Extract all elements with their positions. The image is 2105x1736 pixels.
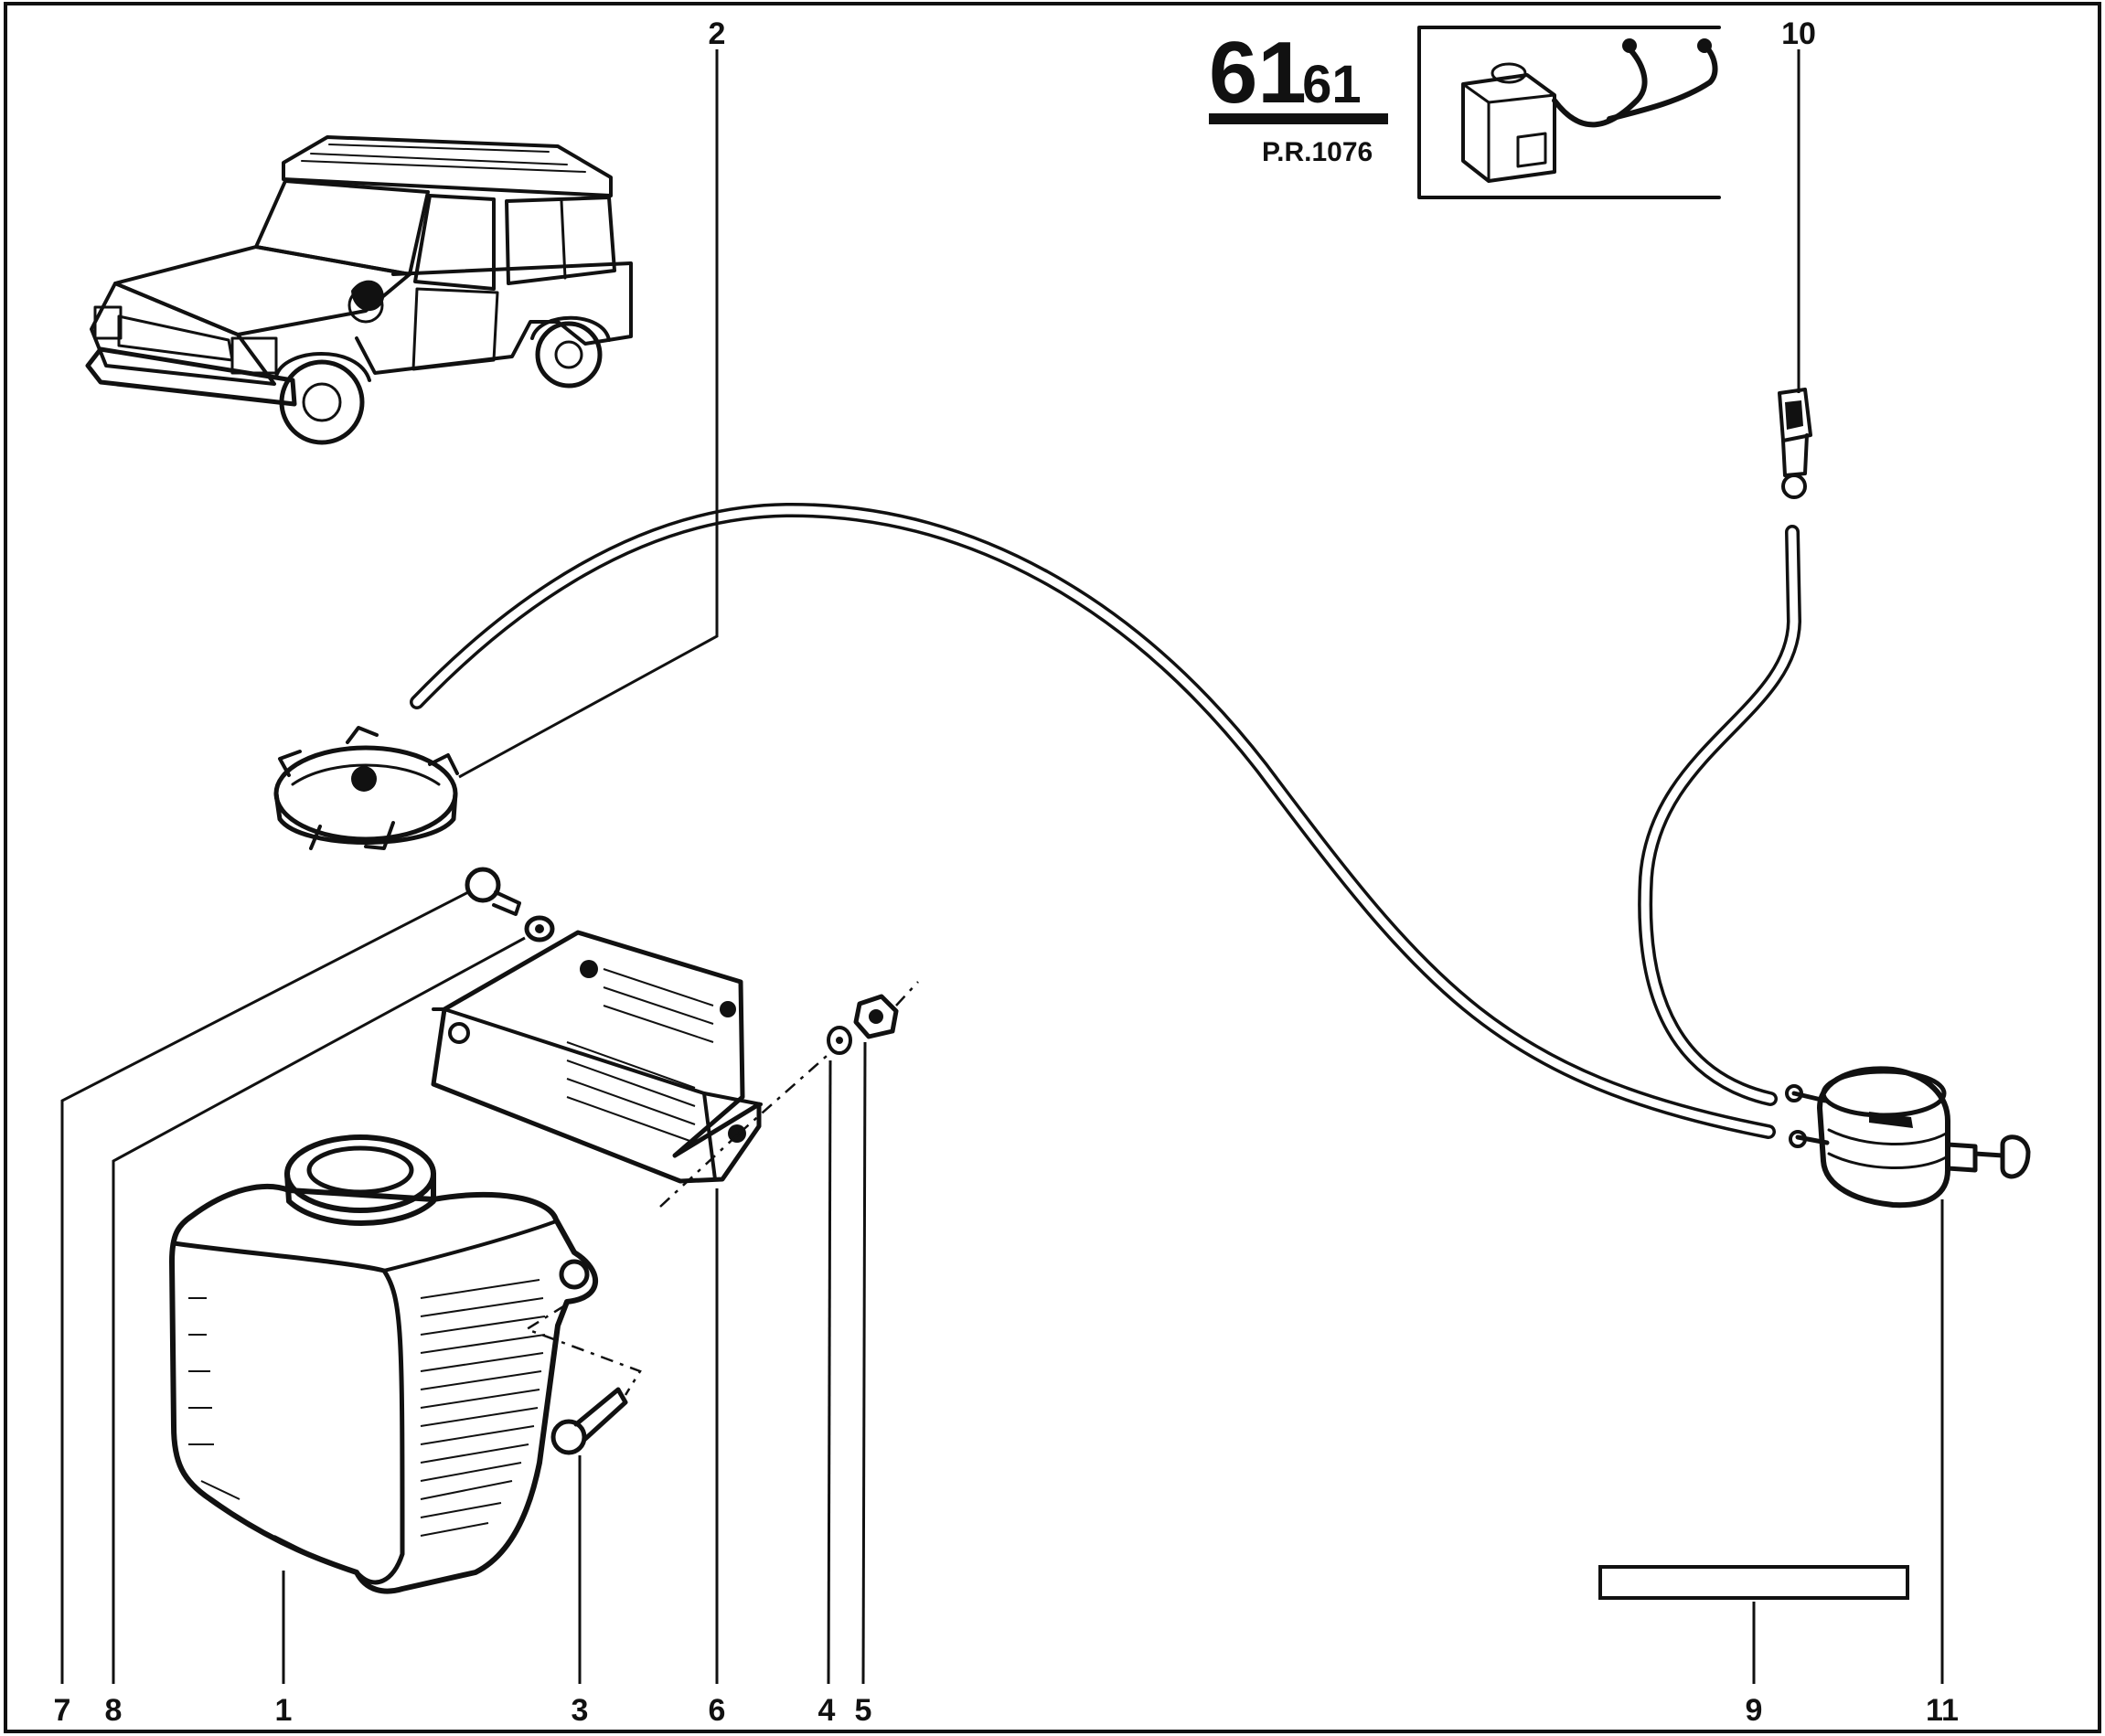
hose [410,502,1801,1139]
callout-6: 6 [709,1693,726,1728]
leader-lines [60,49,1944,1685]
washer-pump [1785,1066,2031,1209]
washer-jet [1778,388,1812,499]
callout-labels: 2 10 7 8 1 3 6 4 5 9 11 [54,16,1959,1728]
section-sub-number: .61 [1288,55,1362,114]
callout-9: 9 [1746,1693,1763,1728]
washer-reservoir [169,1134,599,1594]
vehicle-illustration [85,135,633,445]
callout-10: 10 [1781,16,1816,51]
section-underline [1209,113,1388,124]
callout-3: 3 [572,1693,589,1728]
callout-4: 4 [818,1693,836,1728]
callout-7: 7 [54,1693,71,1728]
callout-8: 8 [105,1693,123,1728]
label-strip [1598,1565,1909,1600]
reservoir-cap [273,726,459,850]
page-frame [4,2,2101,1733]
bolts-and-washers [465,867,899,1455]
mounting-bracket [431,930,763,1184]
reservoir-thumbnail [1417,26,1721,199]
callout-11: 11 [1926,1693,1959,1728]
callout-2: 2 [709,16,726,51]
reference-header: 61 .61 P.R.1076 [1209,24,1388,167]
assembly-lines [524,981,919,1396]
section-number: 61 [1209,24,1307,122]
callout-1: 1 [275,1693,293,1728]
callout-5: 5 [855,1693,872,1728]
pr-code: P.R.1076 [1262,137,1373,167]
